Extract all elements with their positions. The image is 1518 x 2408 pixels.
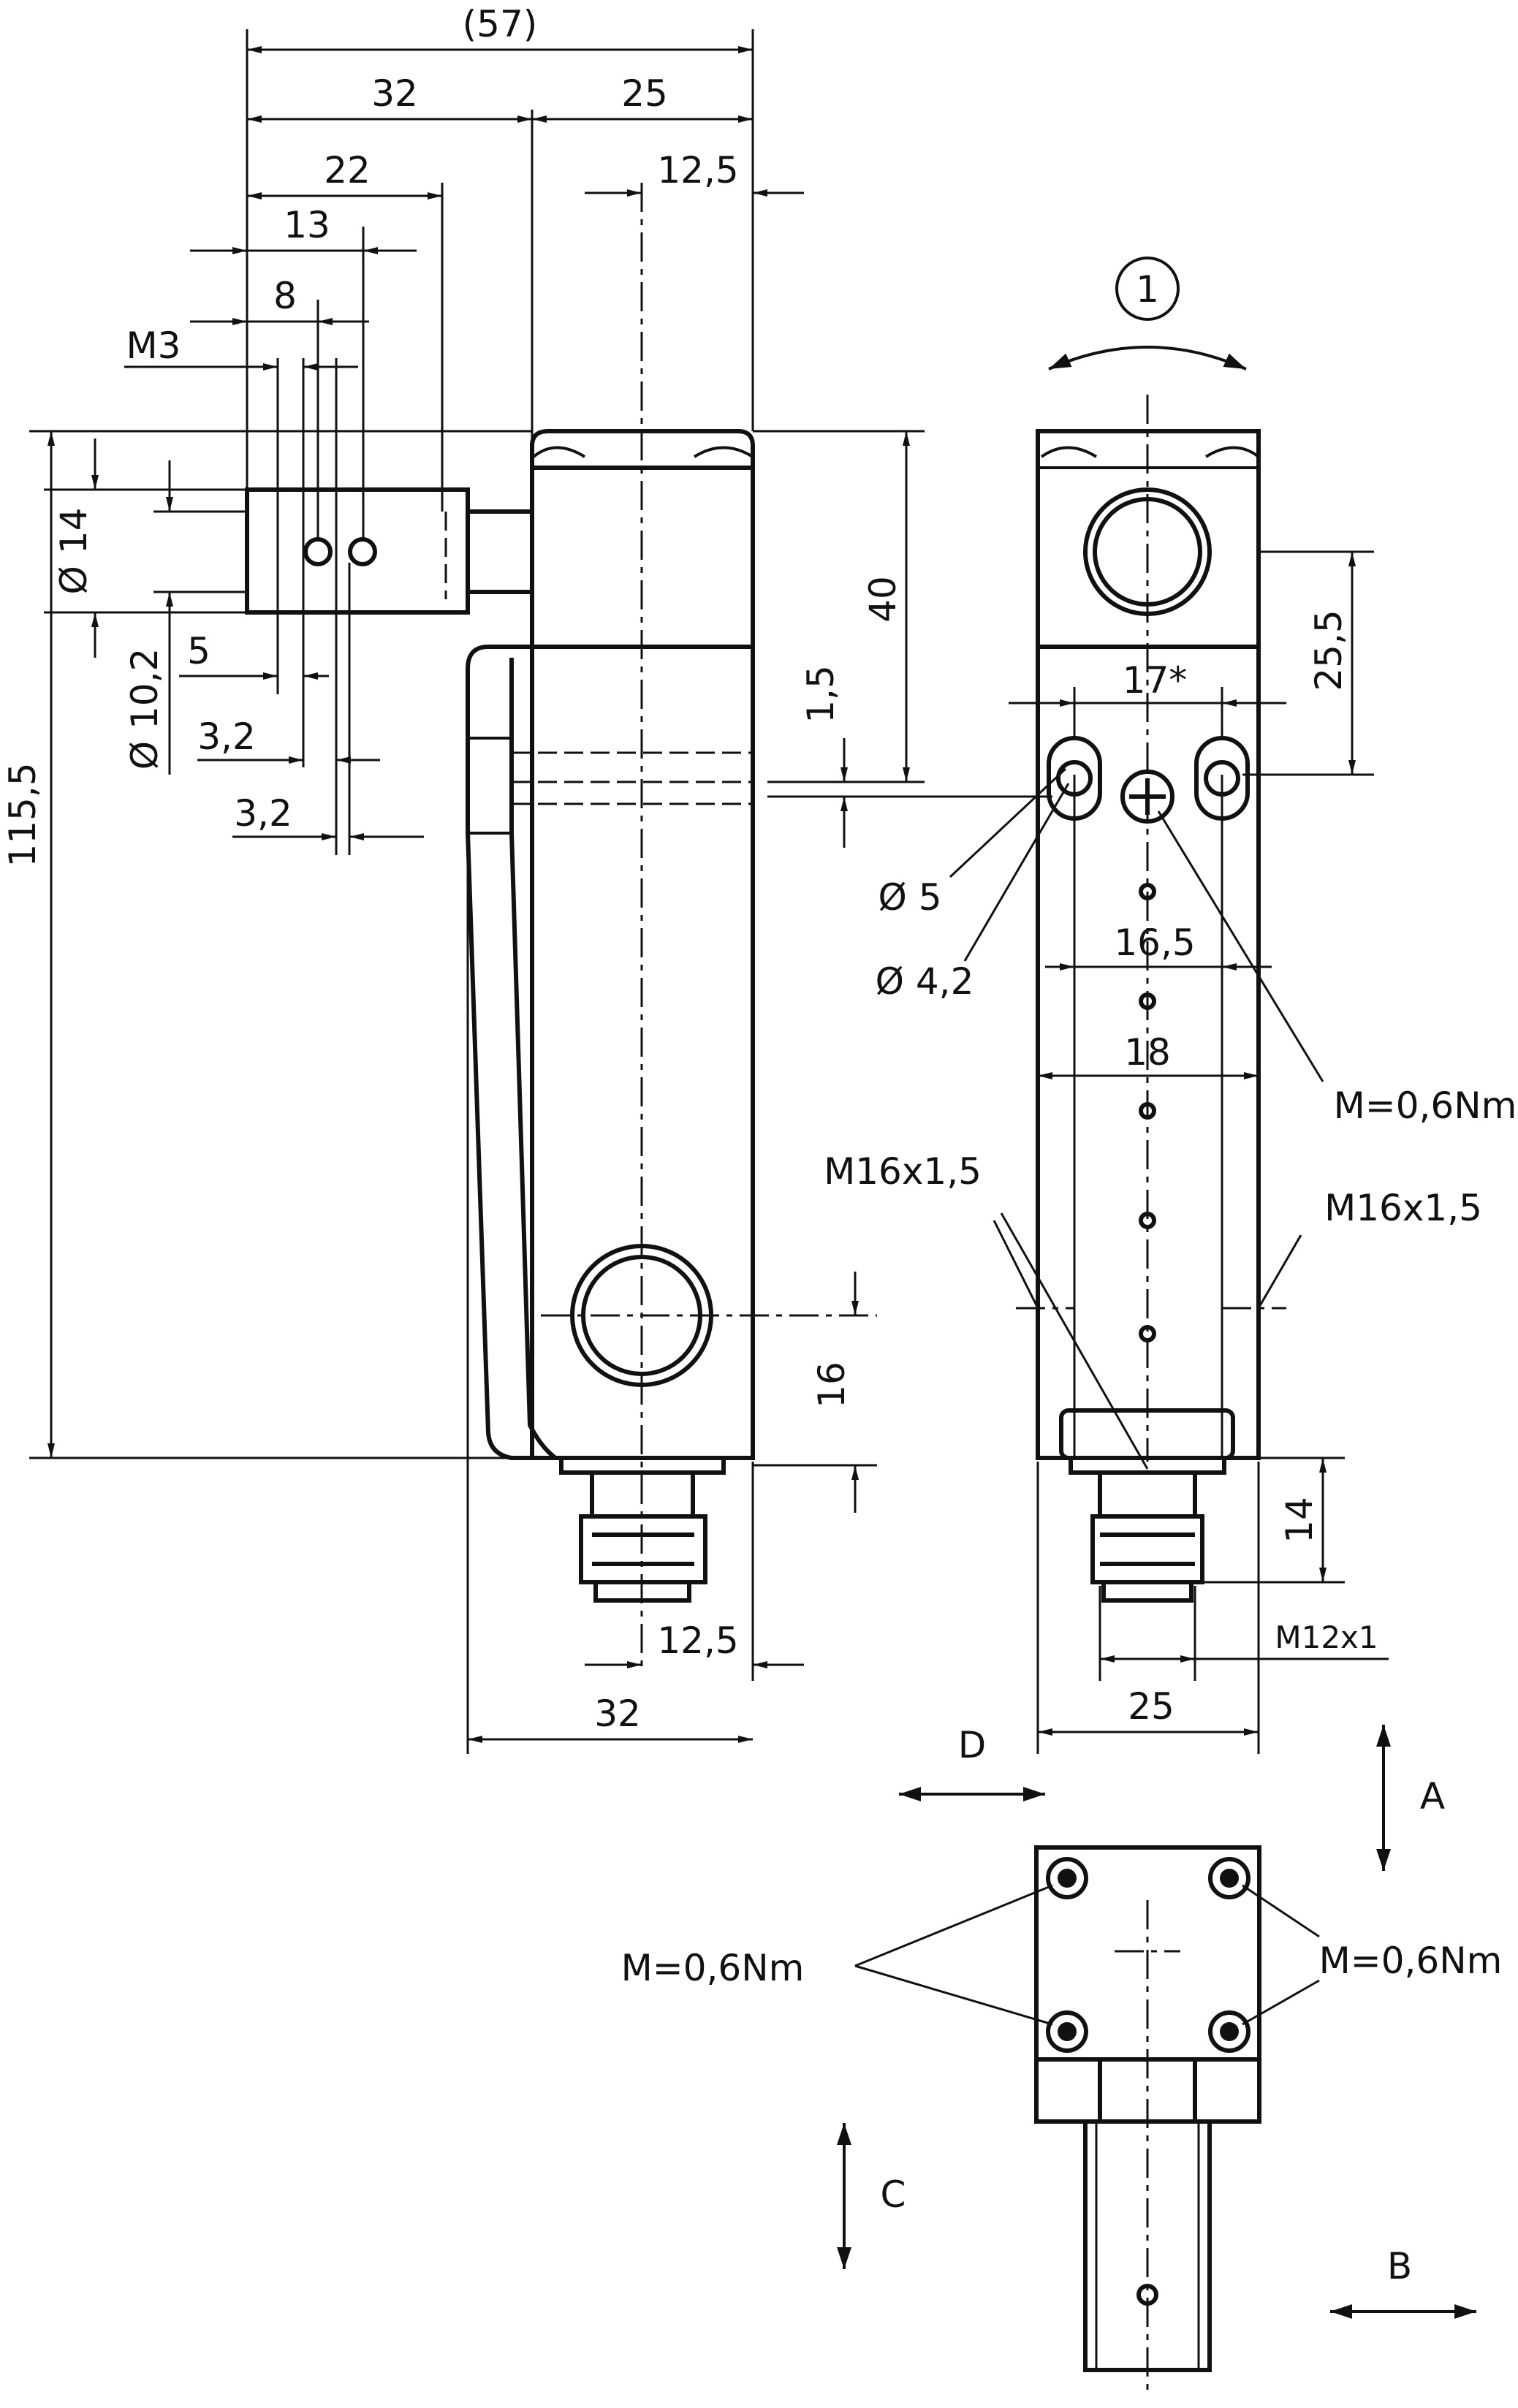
front-view	[1016, 395, 1286, 1603]
direction-c: C	[881, 2173, 906, 2216]
dim-16-5: 16,5	[1114, 922, 1195, 964]
corner-screw-tl	[1046, 1857, 1088, 1899]
direction-indicators: D A C B	[837, 1724, 1476, 2319]
dim-5: 5	[187, 630, 210, 672]
dim-m3: M3	[126, 324, 181, 367]
dim-40: 40	[862, 576, 904, 623]
corner-screw-bl	[1046, 2010, 1088, 2053]
dim-dia-4-2: Ø 4,2	[876, 960, 974, 1003]
dim-13: 13	[284, 204, 330, 246]
dim-22: 22	[324, 149, 371, 191]
torque-right: M=0,6Nm	[1319, 1940, 1503, 1982]
dim-115-5: 115,5	[1, 762, 44, 867]
dim-12-5-bottom: 12,5	[657, 1619, 738, 1662]
dim-12-5-top: 12,5	[657, 149, 738, 191]
side-view	[245, 183, 877, 1674]
dim-32-top: 32	[371, 72, 418, 115]
dim-1-5: 1,5	[800, 665, 842, 723]
direction-d: D	[958, 1724, 987, 1766]
dim-25-bottom: 25	[1128, 1685, 1174, 1728]
dim-25-top: 25	[621, 72, 668, 115]
front-view-dimensions: 1 25,5 17* Ø 5 Ø 4,2 16,5 18 M=0,6Nm M16…	[824, 257, 1517, 1754]
dim-17: 17*	[1123, 659, 1188, 702]
dim-8: 8	[273, 275, 297, 317]
dim-m12: M12x1	[1275, 1619, 1378, 1655]
dim-dia-10-2: Ø 10,2	[124, 648, 166, 770]
torque-left: M=0,6Nm	[621, 1947, 805, 1989]
direction-b: B	[1387, 2245, 1412, 2287]
side-view-dimensions: (57) 32 25 22 12,5 13 8 M3 Ø 14	[1, 3, 1052, 1754]
dim-32-bottom: 32	[594, 1693, 641, 1735]
dim-3-2-a: 3,2	[197, 715, 256, 758]
dim-25-5: 25,5	[1308, 609, 1350, 691]
head-top-view: M=0,6Nm M=0,6Nm	[621, 1845, 1503, 2397]
corner-screw-br	[1208, 2010, 1251, 2053]
corner-screw-tr	[1208, 1857, 1251, 1899]
dim-16: 16	[811, 1361, 853, 1408]
dim-18: 18	[1124, 1031, 1171, 1074]
dim-14: 14	[1278, 1497, 1321, 1543]
dim-dia-14: Ø 14	[53, 508, 95, 595]
dim-dia-5: Ø 5	[878, 876, 941, 919]
thread-right: M16x1,5	[1324, 1187, 1482, 1229]
dim-overall-57: (57)	[463, 3, 538, 45]
rotation-marker: 1	[1136, 268, 1159, 311]
dim-3-2-b: 3,2	[234, 792, 292, 835]
thread-left: M16x1,5	[824, 1150, 982, 1193]
torque-side: M=0,6Nm	[1334, 1085, 1517, 1127]
direction-a: A	[1420, 1775, 1445, 1818]
